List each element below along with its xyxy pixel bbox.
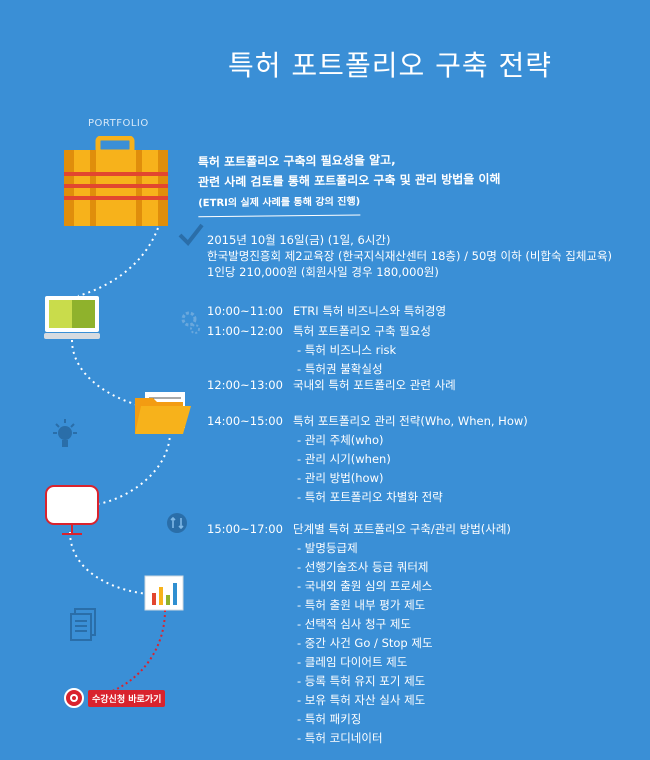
schedule-block: 12:00~13:00 국내외 특허 포트폴리오 관련 사례 [207, 376, 456, 395]
schedule-block: 11:00~12:00 특허 포트폴리오 구축 필요성 - 특허 비즈니스 ris… [207, 322, 431, 379]
intro: 특허 포트폴리오 구축의 필요성을 알고, 관련 사례 검토를 통해 포트폴리오… [198, 148, 619, 218]
schedule-block: 10:00~11:00 ETRI 특허 비즈니스와 특허경영 [207, 302, 446, 321]
schedule-title: 단계별 특허 포트폴리오 구축/관리 방법(사례) [293, 522, 511, 536]
suitcase-icon [64, 136, 168, 226]
document-icon [70, 608, 96, 641]
schedule-item: - 클레임 다이어트 제도 [297, 655, 408, 669]
schedule-title: ETRI 특허 비즈니스와 특허경영 [293, 304, 447, 318]
path-segment [69, 531, 149, 595]
monitor-icon [44, 296, 100, 339]
schedule-item: - 관리 시기(when) [297, 452, 391, 466]
schedule-item: - 발명등급제 [297, 541, 358, 555]
schedule-time: 15:00~17:00 [207, 522, 283, 536]
schedule-time: 14:00~15:00 [207, 414, 283, 428]
schedule-title: 국내외 특허 포트폴리오 관련 사례 [293, 378, 456, 392]
target-icon [64, 688, 84, 708]
schedule-title: 특허 포트폴리오 관리 전략(Who, When, How) [293, 414, 528, 428]
register-label: 수강신청 바로가기 [88, 689, 166, 707]
schedule-item: - 관리 주체(who) [297, 433, 384, 447]
whiteboard-icon [45, 485, 99, 535]
register-button[interactable]: 수강신청 바로가기 [64, 688, 166, 708]
schedule-item: - 특허 포트폴리오 차별화 전략 [297, 490, 443, 504]
schedule-title: 특허 포트폴리오 구축 필요성 [293, 324, 431, 338]
course-date: 2015년 10월 16일(금) (1일, 6시간) [207, 233, 391, 247]
folder-icon [135, 392, 191, 434]
path-segment [77, 227, 159, 297]
path-segment-red [109, 609, 166, 693]
schedule-item: - 특허 비즈니스 risk [297, 343, 397, 357]
schedule-block: 15:00~17:00 단계별 특허 포트폴리오 구축/관리 방법(사례) - 발… [207, 520, 511, 748]
check-icon [178, 223, 204, 247]
gear-icon [181, 311, 200, 334]
schedule-item: - 특허 출원 내부 평가 제도 [297, 598, 426, 612]
schedule-item: - 보유 특허 자산 실사 제도 [297, 693, 426, 707]
lightbulb-icon [53, 419, 77, 447]
schedule-item: - 특허 패키징 [297, 712, 362, 726]
schedule-item: - 선택적 심사 청구 제도 [297, 617, 411, 631]
course-fee: 1인당 210,000원 (회원사일 경우 180,000원) [207, 265, 439, 279]
schedule-item: - 등록 특허 유지 포기 제도 [297, 674, 426, 688]
schedule-item: - 특허 코디네이터 [297, 731, 383, 745]
path-segment [97, 431, 171, 505]
intro-line-3: (ETRI의 실제 사례를 통해 강의 진행) [198, 192, 361, 218]
schedule-time: 10:00~11:00 [207, 304, 283, 318]
schedule-block: 14:00~15:00 특허 포트폴리오 관리 전략(Who, When, How… [207, 412, 528, 507]
schedule-item: - 특허권 불확실성 [297, 362, 383, 376]
course-venue: 한국발명진흥회 제2교육장 (한국지식재산센터 18층) / 50명 이하 (비… [207, 249, 613, 263]
bar-chart-icon [144, 575, 184, 611]
schedule-item: - 선행기술조사 등급 쿼터제 [297, 560, 429, 574]
schedule-time: 12:00~13:00 [207, 378, 283, 392]
schedule-item: - 관리 방법(how) [297, 471, 384, 485]
schedule-time: 11:00~12:00 [207, 324, 283, 338]
schedule-item: - 국내외 출원 심의 프로세스 [297, 579, 433, 593]
sync-icon [167, 513, 187, 533]
schedule-item: - 중간 사건 Go / Stop 제도 [297, 636, 433, 650]
page-title: 특허 포트폴리오 구축 전략 [228, 49, 553, 82]
portfolio-label: PORTFOLIO [88, 118, 149, 129]
course-info: 2015년 10월 16일(금) (1일, 6시간) 한국발명진흥회 제2교육장… [207, 232, 612, 280]
